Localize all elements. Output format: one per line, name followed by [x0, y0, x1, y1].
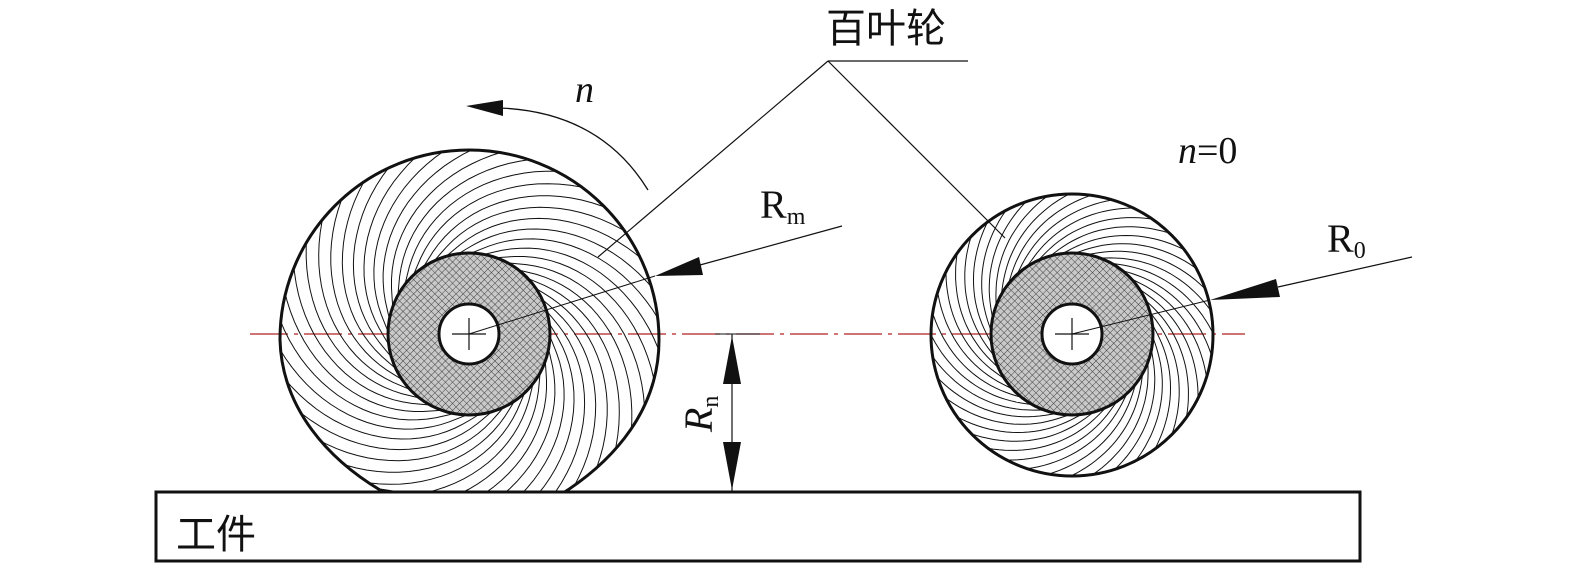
flap-line: [1071, 243, 1205, 276]
flap-line: [280, 266, 445, 412]
flap-line: [493, 256, 658, 402]
flap-line: [279, 389, 495, 451]
workpiece-block: [154, 490, 1362, 563]
r0-subscript: 0: [1354, 238, 1366, 264]
rn-label: Rn: [676, 396, 724, 433]
flap-line: [443, 217, 659, 279]
flap-line: [539, 297, 597, 499]
flap-line: [1096, 257, 1213, 319]
flap-line: [505, 262, 646, 431]
flap-line: [1150, 321, 1172, 456]
flap-line: [456, 228, 659, 309]
flap-wheel-label: 百叶轮: [826, 6, 946, 52]
flap-line: [279, 296, 457, 421]
flap-line: [515, 268, 633, 457]
flap-line: [279, 359, 482, 440]
flap-line: [931, 371, 1060, 418]
rn-dimension: [715, 333, 760, 492]
flap-line: [305, 211, 423, 400]
flap-line: [1064, 370, 1144, 476]
rotation-speed-label: n: [575, 69, 594, 111]
flap-line: [533, 286, 608, 499]
flap-line: [352, 150, 414, 360]
flap-line: [955, 242, 1002, 371]
workpiece-label: 工件: [176, 512, 256, 558]
flap-line: [995, 194, 1057, 310]
flap-line: [964, 409, 1097, 442]
flap-line: [988, 194, 1035, 322]
flap-line: [945, 261, 1008, 382]
flap-line: [363, 150, 444, 347]
flap-line: [341, 152, 399, 371]
flap-line: [411, 183, 615, 278]
flap-line: [1059, 234, 1194, 256]
flap-wheel-leader: [597, 60, 1006, 258]
flap-line: [981, 201, 1014, 335]
flap-line: [931, 303, 1026, 400]
flap-line: [950, 412, 1085, 434]
flap-line: [1084, 250, 1213, 297]
rn-subscript: n: [698, 396, 724, 408]
flap-line: [372, 370, 541, 499]
flap-line: [1087, 358, 1149, 476]
flap-line: [1142, 297, 1189, 426]
flap-line: [432, 206, 651, 264]
flap-line: [292, 237, 433, 406]
flap-line: [936, 282, 1016, 392]
flap-line: [980, 404, 1109, 451]
flap-line: [318, 188, 413, 392]
flap-line: [382, 150, 507, 322]
rm-label: Rm: [760, 182, 806, 230]
r0-dimension: [1071, 256, 1413, 335]
flap-line: [964, 226, 997, 359]
flap-line: [1014, 198, 1124, 278]
flap-line: [373, 150, 476, 335]
flap-line: [525, 276, 620, 480]
flap-line: [1108, 262, 1213, 342]
flap-line: [1109, 346, 1156, 475]
flap-line: [1047, 226, 1180, 259]
flap-line: [972, 212, 994, 347]
flap-line: [494, 321, 575, 499]
flap-line: [287, 404, 506, 462]
flap-line: [1147, 309, 1180, 442]
flap-line: [999, 398, 1120, 461]
flap-line: [397, 157, 566, 298]
rm-dimension: [468, 225, 843, 335]
flap-line: [468, 238, 659, 341]
flap-line: [1128, 276, 1208, 386]
flap-line: [279, 327, 470, 430]
flap-line: [421, 195, 635, 270]
flap-line: [330, 168, 405, 382]
flap-line: [481, 247, 659, 372]
flap-line: [931, 349, 1048, 411]
flap-line: [431, 346, 556, 499]
rm-subscript: m: [787, 204, 806, 230]
flap-line: [403, 170, 592, 288]
flap-line: [391, 150, 537, 310]
flap-line: [1130, 333, 1163, 467]
flap-line: [1136, 286, 1199, 407]
flap-line: [1118, 268, 1213, 365]
flap-line: [462, 333, 565, 499]
zero-speed-label: n=0: [1178, 130, 1237, 172]
flap-line: [1035, 217, 1164, 264]
flap-line: [1006, 194, 1103, 288]
flap-line: [1024, 207, 1145, 270]
round-wheel-outline: [929, 192, 1215, 478]
flap-line: [1020, 390, 1130, 470]
flap-line: [1000, 194, 1080, 298]
r0-label: R0: [1327, 216, 1366, 264]
flap-line: [939, 392, 1073, 425]
flap-line: [931, 326, 1036, 406]
flap-line: [1041, 380, 1138, 476]
flap-line: [401, 358, 547, 499]
rotating-flap-wheel: [278, 148, 661, 501]
rotation-arrow: [466, 100, 649, 191]
